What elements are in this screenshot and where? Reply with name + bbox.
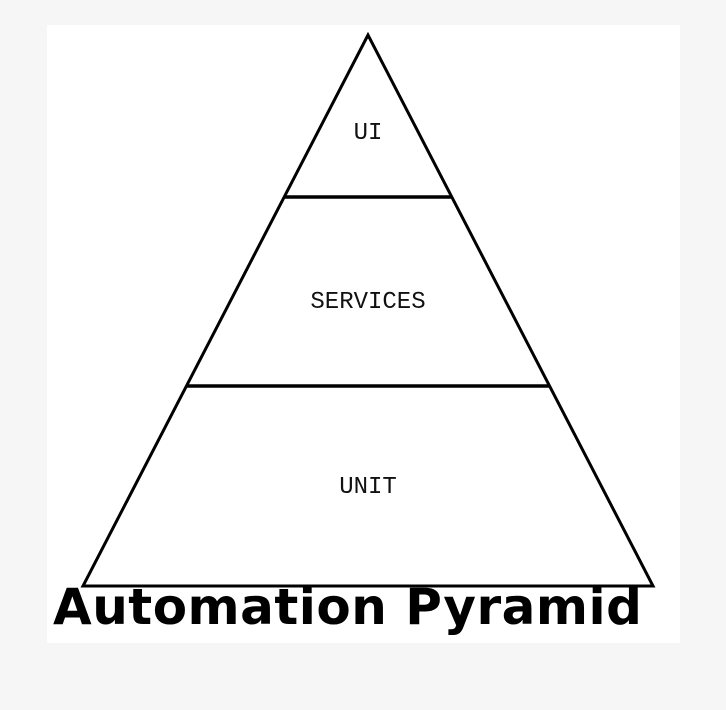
diagram-title: Automation Pyramid: [53, 578, 643, 636]
tier-label-ui: UI: [354, 120, 383, 147]
diagram-panel: UI SERVICES UNIT Automation Pyramid: [47, 25, 680, 643]
tier-label-unit: UNIT: [339, 474, 397, 501]
tier-label-services: SERVICES: [310, 289, 425, 316]
pyramid-diagram: UI SERVICES UNIT: [80, 31, 656, 588]
pyramid-outline: [80, 31, 656, 588]
